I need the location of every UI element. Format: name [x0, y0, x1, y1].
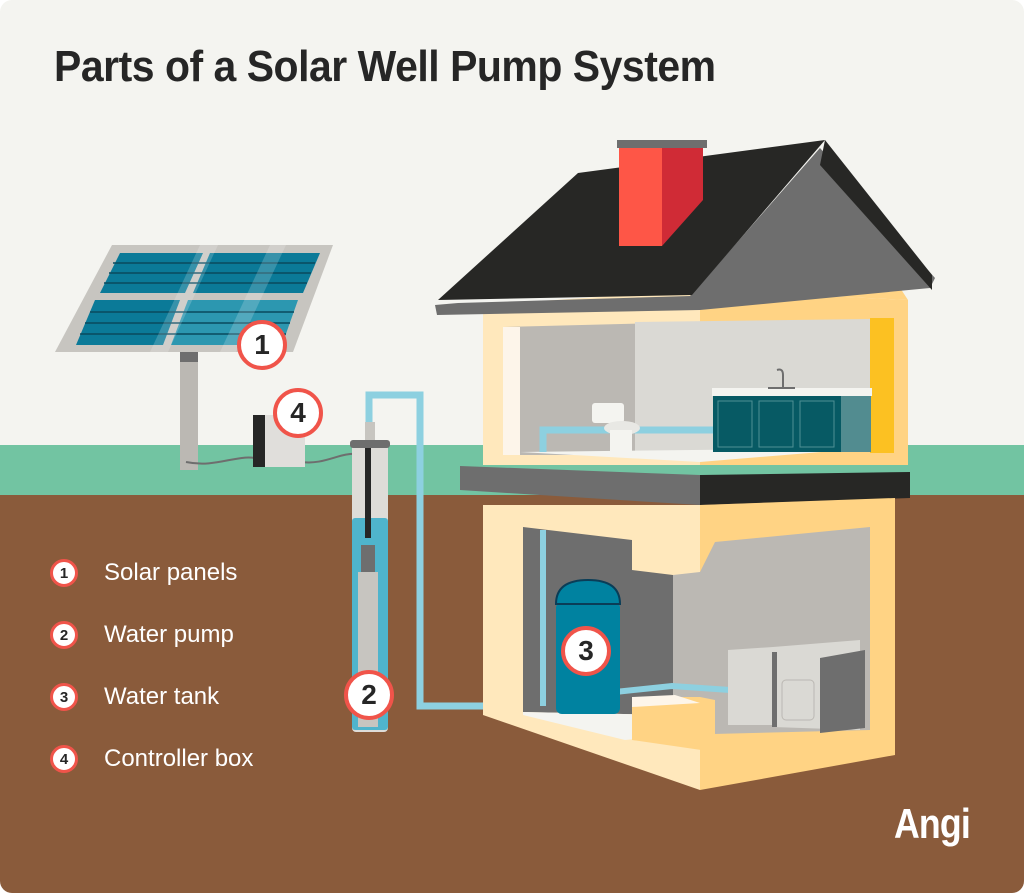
angi-logo: Angi	[894, 800, 971, 847]
callout-marker-1[interactable]: 1	[237, 320, 287, 370]
legend-item: 1 Solar panels	[50, 542, 253, 604]
legend-item: 2 Water pump	[50, 604, 253, 666]
legend-item: 4 Controller box	[50, 728, 253, 790]
legend: 1 Solar panels 2 Water pump 3 Water tank…	[50, 542, 253, 790]
number-badge: 4	[50, 745, 78, 773]
cable	[185, 456, 256, 465]
water-pipe	[365, 391, 560, 710]
callout-marker-2[interactable]: 2	[344, 670, 394, 720]
number-badge: 2	[50, 621, 78, 649]
number-badge: 1	[50, 559, 78, 587]
legend-item: 3 Water tank	[50, 666, 253, 728]
callout-marker-3[interactable]: 3	[561, 626, 611, 676]
legend-label: Solar panels	[104, 559, 238, 586]
number-badge: 3	[50, 683, 78, 711]
page-title: Parts of a Solar Well Pump System	[54, 42, 716, 91]
house-icon	[435, 140, 935, 790]
legend-label: Water pump	[104, 621, 234, 648]
callout-marker-4[interactable]: 4	[273, 388, 323, 438]
legend-label: Controller box	[104, 745, 254, 772]
washer-dryer-icon	[728, 640, 865, 733]
legend-label: Water tank	[104, 683, 220, 710]
